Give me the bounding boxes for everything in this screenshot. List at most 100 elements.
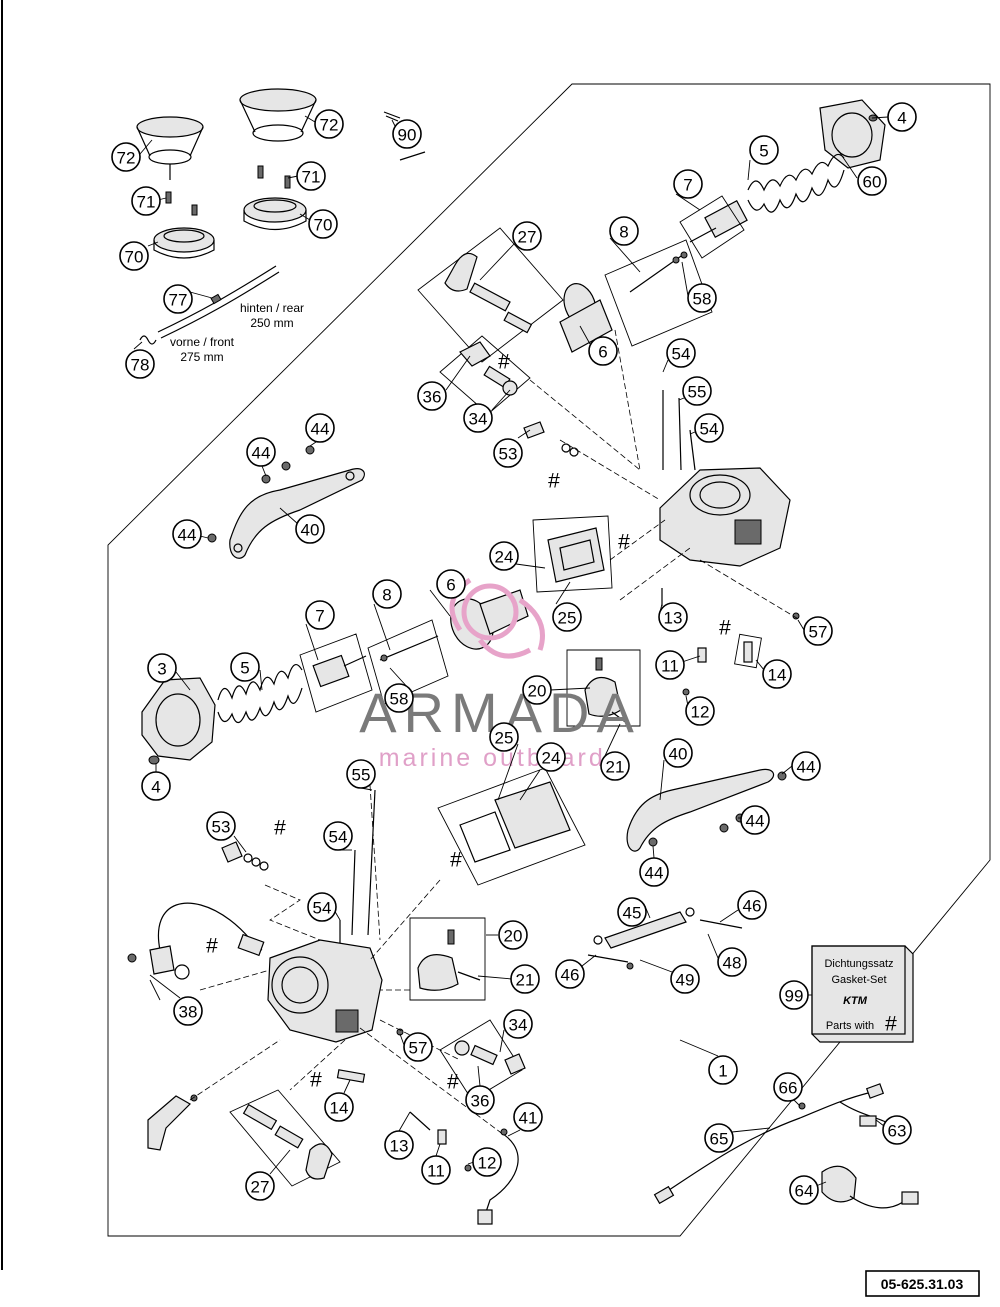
part-callout-54: 54 (666, 338, 696, 368)
callout-circle (513, 1102, 543, 1132)
callout-circle (384, 683, 414, 713)
part-callout-63: 63 (882, 1115, 912, 1145)
sensor-cable-38 (127, 902, 265, 980)
callout-number: 44 (252, 444, 271, 463)
callout-number: 6 (446, 576, 455, 595)
callout-circle (882, 1115, 912, 1145)
callout-circle (308, 209, 338, 239)
needle-8-lower (379, 635, 439, 662)
gasket-24-lower (459, 781, 571, 863)
part-callout-58: 58 (384, 683, 414, 713)
part-callout-21: 21 (510, 964, 540, 994)
callout-circle (305, 600, 335, 630)
callout-circle (512, 221, 542, 251)
part-callout-11: 11 (655, 650, 685, 680)
callout-number: 44 (311, 420, 330, 439)
bracket-40-lower (626, 768, 787, 852)
callout-number: 44 (797, 758, 816, 777)
document-number-box (865, 1270, 980, 1297)
callout-number: 54 (313, 899, 332, 918)
box-27-upper (417, 227, 564, 363)
callout-circle (463, 403, 493, 433)
part-callout-44: 44 (639, 857, 669, 887)
cable-41 (477, 1128, 519, 1225)
part-callout-8: 8 (372, 579, 402, 609)
callout-number: 41 (519, 1109, 538, 1128)
callout-circle (230, 652, 260, 682)
throttle-body-lower (267, 939, 383, 1043)
part-callout-99: 99 (779, 980, 809, 1010)
fitting-53-upper (523, 421, 579, 457)
clamp-ring-70-right (243, 197, 307, 230)
callout-circle (245, 1171, 275, 1201)
callout-circle (791, 751, 821, 781)
part-callout-12: 12 (685, 696, 715, 726)
part-callout-8: 8 (609, 216, 639, 246)
watermark-propeller-icon (449, 577, 545, 659)
part-callout-7: 7 (305, 600, 335, 630)
fitting-27-upper (444, 252, 533, 334)
callout-number: 54 (672, 345, 691, 364)
box-20-lower (409, 917, 486, 1001)
part-callout-65: 65 (704, 1123, 734, 1153)
callout-number: 21 (516, 971, 535, 990)
piston-7-lower (312, 654, 367, 688)
callout-number: 13 (390, 1137, 409, 1156)
part-callout-45: 45 (617, 897, 647, 927)
gasket-24-upper (547, 527, 605, 583)
box-7-upper (679, 195, 745, 259)
callout-circle (421, 1155, 451, 1185)
gasket-hash-mark: # (450, 849, 462, 872)
gasket-hash-mark: # (310, 1069, 322, 1092)
callout-circle (141, 771, 171, 801)
callout-number: 57 (409, 1039, 428, 1058)
screws-54-55-lower (339, 789, 376, 950)
callout-circle (737, 890, 767, 920)
callout-number: 12 (478, 1154, 497, 1173)
callout-circle (552, 602, 582, 632)
part-callout-78: 78 (125, 349, 155, 379)
callout-number: 40 (301, 521, 320, 540)
callout-number: 71 (302, 168, 321, 187)
callout-circle (163, 284, 193, 314)
callout-circle (489, 722, 519, 752)
part-callout-64: 64 (789, 1175, 819, 1205)
throttle-body-upper (659, 390, 791, 567)
callout-circle (685, 696, 715, 726)
callout-circle (639, 857, 669, 887)
assembly-dash-lines (189, 329, 801, 1133)
part-callout-24: 24 (536, 742, 566, 772)
callout-number: 55 (352, 766, 371, 785)
callout-number: 7 (683, 176, 692, 195)
callout-number: 54 (329, 828, 348, 847)
part-callout-71: 71 (296, 161, 326, 191)
callout-number: 11 (661, 657, 679, 676)
callout-number: 36 (471, 1092, 490, 1111)
box-24-lower (437, 767, 586, 886)
callout-circle (762, 659, 792, 689)
callout-circle (392, 119, 422, 149)
callout-circle (323, 821, 353, 851)
cover-4-upper (819, 99, 886, 169)
callout-circle (111, 142, 141, 172)
callout-number: 48 (723, 954, 742, 973)
front-hose-label: vorne / front (170, 335, 235, 349)
part-callout-27: 27 (512, 221, 542, 251)
callout-circle (489, 541, 519, 571)
lever-arm-lower (147, 1094, 198, 1151)
callout-circle (717, 947, 747, 977)
part-callout-54: 54 (307, 892, 337, 922)
callout-number: 55 (688, 383, 707, 402)
box-27-lower (229, 1089, 341, 1187)
ktm-logo: KTM (843, 995, 868, 1007)
part-callout-12: 12 (472, 1147, 502, 1177)
part-callout-44: 44 (305, 413, 335, 443)
lever-34-upper (459, 341, 518, 396)
part-callout-25: 25 (552, 602, 582, 632)
callout-number: 44 (746, 812, 765, 831)
gasket-hash-mark: # (447, 1071, 459, 1094)
callout-circle (666, 338, 696, 368)
callout-circle (803, 616, 833, 646)
part-callout-55: 55 (682, 376, 712, 406)
part-callout-44: 44 (172, 519, 202, 549)
